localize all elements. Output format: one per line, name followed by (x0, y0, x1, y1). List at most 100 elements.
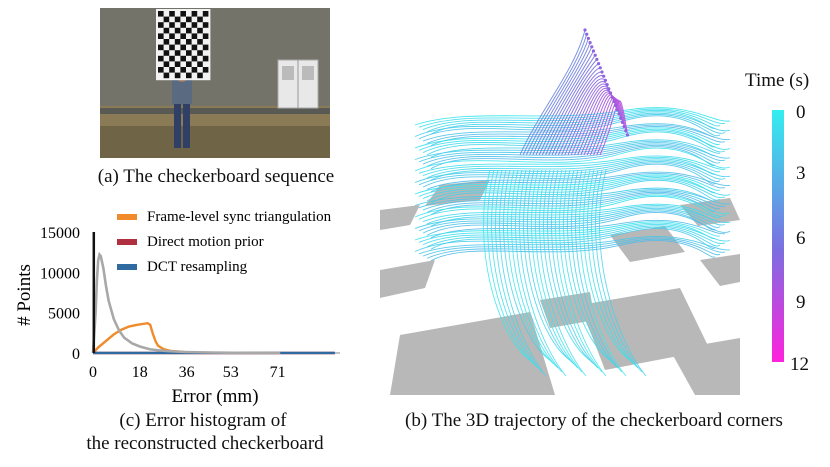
trajectory-curve (539, 169, 587, 377)
trajectory-curve (426, 205, 716, 225)
y-tick-label: 0 (72, 346, 80, 363)
trajectory-curve (426, 124, 731, 144)
trajectory-endpoint (586, 36, 590, 40)
trajectory-endpoint (600, 70, 604, 74)
y-tick-label: 10000 (40, 265, 80, 282)
trajectory-curve (555, 169, 603, 373)
caption-c-line1: (c) Error histogram of (119, 410, 287, 431)
trajectory-curve (422, 224, 731, 246)
trajectory-curve (422, 203, 721, 223)
trajectory-curve (535, 50, 594, 156)
trajectory-curve (418, 222, 716, 243)
trajectory-curve (426, 145, 721, 167)
trajectory-endpoint (602, 74, 606, 78)
trajectory-endpoint (591, 49, 596, 53)
floor-tile (670, 338, 740, 395)
trajectory-curve (422, 156, 721, 177)
trajectory-curve (414, 228, 716, 252)
trajectory-curve (529, 42, 591, 156)
trajectory-curve (414, 107, 731, 126)
colorbar-tick-4: 12 (790, 354, 809, 375)
trajectory-curve (422, 163, 716, 188)
trajectory-endpoint (585, 32, 589, 36)
trajectory-curve (551, 71, 603, 156)
trajectory-curve (430, 172, 726, 193)
trajectory-curve (414, 208, 726, 229)
trajectory-curve (418, 128, 716, 151)
trajectory-curve (599, 169, 647, 377)
caption-b: (b) The 3D trajectory of the checkerboar… (405, 410, 783, 431)
caption-a: (a) The checkerboard sequence (97, 166, 335, 187)
series-line-0 (92, 321, 276, 355)
trajectory-curve (422, 190, 726, 211)
trajectory-curve (418, 115, 721, 140)
checkerboard-pattern (156, 9, 211, 81)
trajectory-curve (495, 169, 543, 373)
trajectory-curve (589, 97, 623, 156)
trajectory-curve (571, 169, 619, 369)
trajectory-curve (532, 46, 593, 156)
trajectory-curve (591, 169, 639, 369)
caption-c-line2: the reconstructed checkerboard (86, 433, 324, 454)
colorbar-tick-1: 3 (796, 163, 806, 184)
time-colorbar: Time (s) 0 3 6 9 12 (740, 70, 830, 380)
trajectory-curve (414, 174, 721, 195)
trajectory-curve (430, 226, 721, 250)
colorbar-tick-3: 9 (796, 292, 806, 313)
trajectory-curve (418, 162, 721, 186)
trajectory-curve (430, 206, 731, 227)
colorbar-title: Time (s) (745, 70, 810, 91)
trajectory-curve (559, 169, 607, 377)
y-tick-label: 15000 (40, 225, 80, 242)
trajectory-curve (426, 171, 731, 190)
trajectory-curve (567, 85, 611, 156)
checkerboard-photo (100, 8, 330, 158)
trajectory-curve (426, 111, 716, 133)
trajectory-curve (547, 169, 595, 365)
trajectory-endpoint (597, 62, 601, 66)
trajectory-curve (503, 169, 551, 361)
trajectory-endpoint (595, 57, 599, 62)
trajectory-curve (541, 59, 598, 156)
trajectory-curve (535, 169, 583, 373)
trajectory-curve (527, 169, 575, 365)
x-tick-label: 18 (132, 364, 148, 381)
trajectory-curve (430, 219, 726, 239)
trajectory-curve (595, 169, 643, 373)
trajectory-curve (586, 95, 622, 156)
trajectory-endpoint (598, 66, 602, 70)
trajectory-curve (422, 123, 716, 142)
legend-swatch (117, 264, 137, 270)
legend-label: DCT resampling (147, 259, 248, 275)
trajectory-curves (414, 28, 731, 377)
trajectory-curve (418, 236, 731, 255)
trajectory-curve (422, 237, 726, 257)
trajectory-curve (567, 169, 615, 365)
trajectory-curve (551, 169, 599, 369)
floor-tile (700, 254, 740, 286)
trajectory-curve (587, 169, 635, 365)
trajectory-curve (422, 130, 731, 154)
trajectory-endpoint (590, 45, 594, 49)
trajectory-curve (426, 158, 716, 179)
floor-tile (380, 260, 435, 298)
trajectory-curve (599, 100, 628, 156)
trajectory-curve (414, 140, 716, 160)
x-tick-label: 71 (270, 364, 286, 381)
colorbar-tick-2: 6 (796, 228, 806, 249)
trajectory-curve (483, 169, 531, 361)
trajectory-curve (426, 225, 726, 248)
x-axis-label: Error (mm) (171, 386, 258, 407)
trajectory-curve (426, 178, 726, 202)
trajectory-curve (531, 169, 579, 369)
floor-tile (610, 226, 685, 262)
trajectory-curve (564, 83, 610, 156)
trajectory-curve (426, 131, 726, 156)
door (277, 59, 319, 109)
trajectory-curve (414, 187, 716, 206)
y-axis-label: # Points (14, 264, 35, 326)
trajectory-curve (543, 169, 591, 361)
trajectory-curve (430, 139, 721, 158)
trajectory-endpoint (593, 53, 597, 57)
